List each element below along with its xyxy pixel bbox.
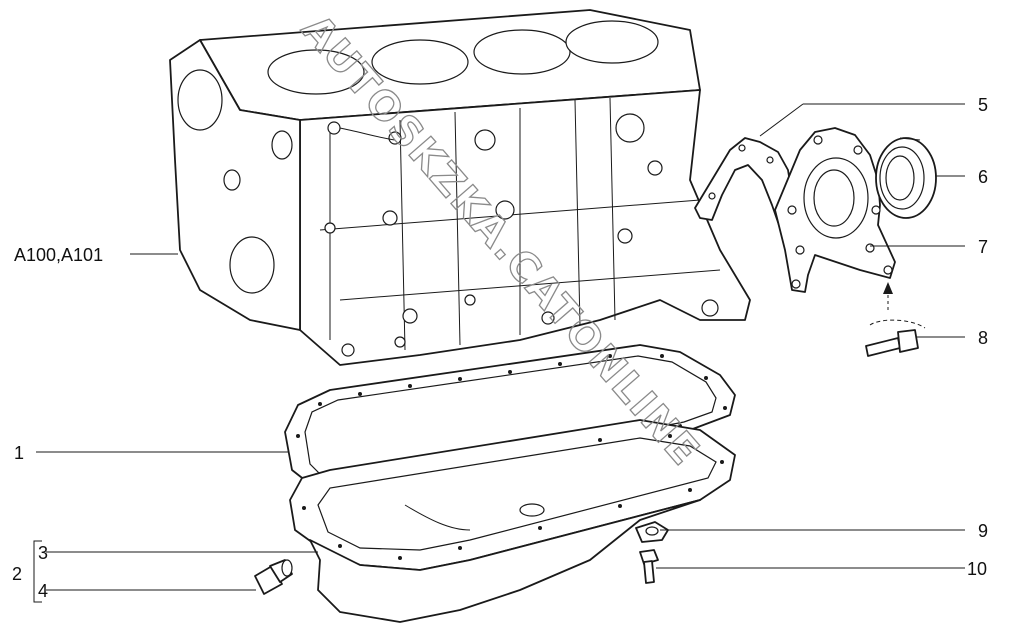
callout-5: 5 xyxy=(978,95,988,115)
callout-2: 2 xyxy=(12,564,22,584)
washer xyxy=(635,521,669,543)
rear-seal-cover xyxy=(774,127,896,293)
pan-bolt xyxy=(639,549,659,584)
callout-10: 10 xyxy=(967,559,987,579)
callout-4: 4 xyxy=(38,581,48,601)
callout-6: 6 xyxy=(978,167,988,187)
callout-3: 3 xyxy=(38,543,48,563)
oil-pan xyxy=(289,419,736,623)
callout-8: 8 xyxy=(978,328,988,348)
callout-labels: 5 6 7 8 A100,A101 1 2 3 4 9 10 xyxy=(12,95,988,601)
drain-plug xyxy=(254,559,293,595)
leader-lines xyxy=(33,103,965,603)
callout-7: 7 xyxy=(978,237,988,257)
callout-block: A100,A101 xyxy=(14,245,103,265)
cover-bolt xyxy=(865,282,926,357)
callout-9: 9 xyxy=(978,521,988,541)
callout-1: 1 xyxy=(14,443,24,463)
engine-block xyxy=(169,9,751,366)
crankshaft-oil-seal xyxy=(875,137,937,219)
